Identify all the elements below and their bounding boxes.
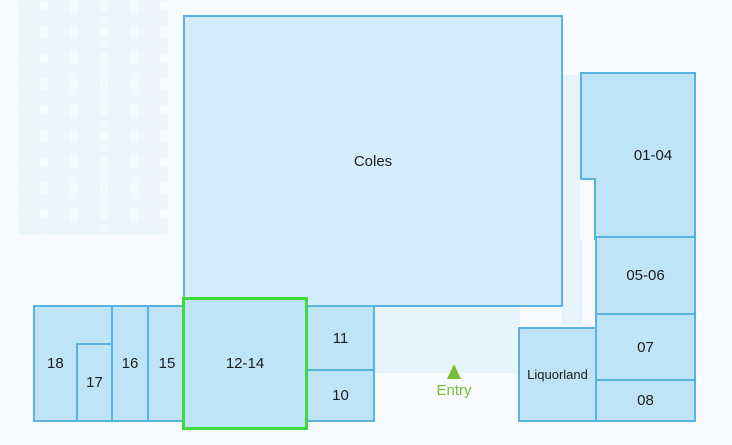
- store-15[interactable]: 15: [147, 305, 187, 422]
- store-01-04-label: 01-04: [633, 146, 673, 164]
- store-10-label: 10: [332, 387, 349, 404]
- store-01-04[interactable]: 01-04: [580, 72, 696, 238]
- store-17-label: 17: [86, 374, 103, 391]
- store-12-14-label: 12-14: [225, 355, 265, 372]
- walkway-upper: [562, 75, 582, 325]
- store-liquorland[interactable]: Liquorland: [518, 327, 597, 422]
- store-08[interactable]: 08: [595, 379, 696, 422]
- store-coles[interactable]: Coles: [183, 15, 563, 307]
- store-liquorland-label: Liquorland: [527, 367, 588, 382]
- store-07[interactable]: 07: [595, 313, 696, 381]
- store-17[interactable]: 17: [76, 343, 113, 422]
- store-05-06[interactable]: 05-06: [595, 236, 696, 315]
- background-faded-map: [18, 0, 168, 235]
- walkway-lower: [374, 305, 520, 373]
- store-05-06-label: 05-06: [626, 267, 665, 284]
- entry-marker: Entry: [426, 364, 482, 404]
- store-16[interactable]: 16: [111, 305, 149, 422]
- store-08-label: 08: [637, 392, 654, 409]
- store-15-label: 15: [158, 355, 176, 372]
- store-01-04-notch: [580, 178, 596, 240]
- store-12-14-selected[interactable]: 12-14: [182, 297, 308, 430]
- store-coles-label: Coles: [353, 152, 393, 170]
- store-16-label: 16: [121, 355, 139, 372]
- entry-label: Entry: [436, 382, 472, 399]
- store-11-label: 11: [332, 329, 349, 347]
- store-10[interactable]: 10: [306, 369, 375, 422]
- store-11[interactable]: 11: [306, 305, 375, 371]
- store-07-label: 07: [637, 338, 654, 356]
- entry-arrow-icon: [447, 364, 461, 379]
- store-18-label: 18: [47, 355, 64, 372]
